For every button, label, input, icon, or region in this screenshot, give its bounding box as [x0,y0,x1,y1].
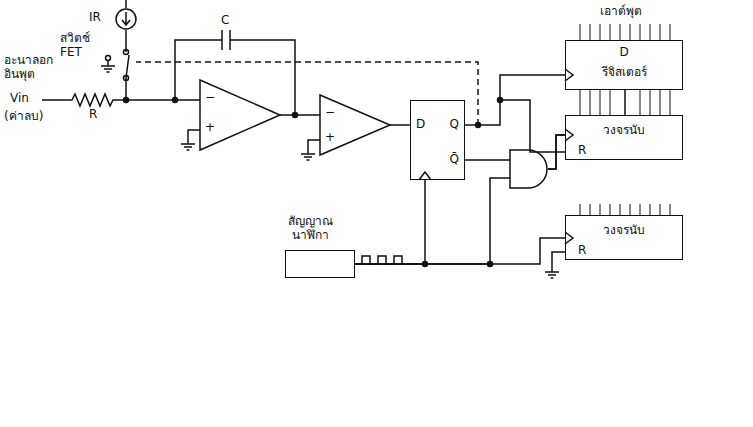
signal-wire [280,114,320,116]
resistor-symbol [42,94,126,106]
integrator-opamp: −+ [200,80,280,150]
clock-input-mark [419,172,431,180]
bus-line [660,24,661,40]
signal-wire [126,30,200,100]
clock-waveform [362,256,402,264]
schematic-label: C [221,14,229,28]
d-flip-flop: D Q Q̄ [410,100,465,180]
comparator-opamp: −+ [320,95,390,155]
signal-wire [624,90,626,115]
control-dashed-line [136,62,478,125]
bus-line [590,204,591,215]
bus-line [650,90,651,115]
and-gate [510,150,547,188]
ground-symbol [545,252,565,278]
bus-line [580,24,581,40]
bus-line [600,204,601,215]
bus-line [640,24,641,40]
node-text: + [205,121,215,135]
signal-wire [465,75,565,125]
schematic-label: อะนาลอก อินพุต [4,54,66,82]
current-source: IR [115,8,137,30]
bus-line [610,204,611,215]
schematic-label: Vin [10,92,29,106]
signal-wire [355,238,565,264]
signal-wire [390,124,410,126]
bus-line [650,204,651,215]
source-circle [115,8,137,30]
capacitor-symbol [222,30,230,50]
counter-box: วงจรนับ R [565,115,683,160]
node-text: Q̄ [450,153,459,167]
ground-symbol [301,140,320,160]
bus-line [580,90,581,115]
bus-line [620,204,621,215]
fet-switch [101,50,129,81]
bus-line [630,204,631,215]
bus-line [640,204,641,215]
bus-line [640,90,641,115]
node-text: R [578,244,586,258]
node-text: D [619,46,628,60]
supply-wire [125,0,127,8]
signal-wire [355,180,425,264]
schematic-label: (ค่าลบ) [4,110,43,124]
node-text: Q [450,118,459,132]
bus-lines [580,24,670,215]
bus-line [670,204,671,215]
node-text: − [325,106,335,120]
bus-line [660,90,661,115]
schematic-label: R [89,108,97,122]
ground-symbol [181,130,200,150]
node-text: + [325,131,335,145]
bus-line [650,24,651,40]
signal-wire [355,135,565,264]
clock-input-mark [565,69,573,244]
node-text: IR [89,11,101,25]
node-text: วงจรนับ [603,224,645,238]
counter-box: วงจรนับ R [565,215,683,260]
bus-line [670,24,671,40]
schematic-label: สวิตช์ FET [60,32,102,60]
bus-line [590,24,591,40]
node-text: วงจรนับ [603,124,645,138]
bus-line [600,24,601,40]
clock-generator: สัญญาณนาฬิกา [285,250,355,278]
bus-line [590,90,591,115]
bus-line [630,24,631,40]
bus-line [670,90,671,115]
node-text: รีจิสเตอร์ [602,66,647,80]
bus-line [660,204,661,215]
node-text: D [416,118,425,132]
node-text: สัญญาณนาฬิกา [280,215,340,243]
schematic-label: เอาต์พุต [600,5,642,19]
bus-line [600,90,601,115]
bus-line [620,24,621,40]
signal-wire [465,135,565,169]
register-box: D รีจิสเตอร์ [565,40,683,90]
bus-line [580,204,581,215]
node-text: R [578,144,586,158]
bus-line [610,24,611,40]
opamp-triangle [320,95,390,155]
bus-line [610,90,611,115]
node-text: − [205,91,215,105]
